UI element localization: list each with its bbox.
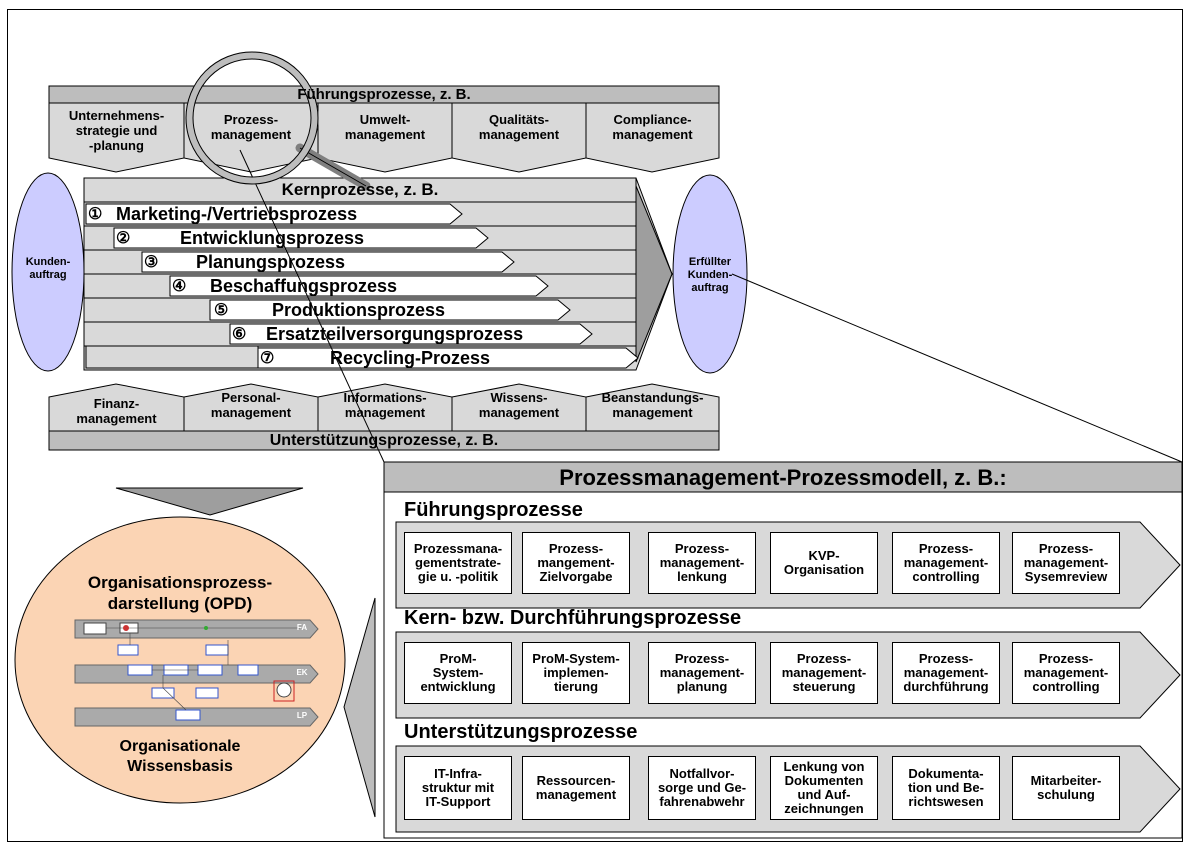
model-item: Notfallvor- sorge und Ge- fahrenabwehr — [648, 756, 756, 820]
unterst-top-title: Unterstützungsprozesse, z. B. — [269, 432, 499, 449]
process-number-6: ⑥ — [232, 326, 247, 343]
process-chevron-2 — [113, 227, 489, 249]
fuehrung-shape-3 — [317, 102, 453, 173]
model-item: ProM-System- implemen- tierung — [522, 642, 630, 704]
process-number-4: ④ — [172, 278, 187, 295]
opd-lane-label: EK — [296, 668, 308, 677]
fuehrung-shape-4 — [451, 102, 587, 173]
process-label-2: Entwicklungsprozess — [180, 228, 365, 248]
kern-top-title: Kernprozesse, z. B. — [281, 180, 439, 199]
unterst-bar — [48, 430, 720, 451]
unterst-shape-5 — [585, 383, 720, 432]
model-item: Prozess- management- lenkung — [648, 532, 756, 594]
kundenauftrag-label: Kunden- auftrag — [25, 256, 71, 281]
process-label-7: Recycling-Prozess — [330, 348, 491, 368]
unterst-item: Informations- management — [343, 390, 427, 420]
model-item: Prozess- management- steuerung — [770, 642, 878, 704]
process-number-7: ⑦ — [260, 350, 275, 367]
model-item: Lenkung von Dokumenten und Auf- zeichnun… — [770, 756, 878, 820]
erfuellter-kundenauftrag-label: Erfüllter Kunden- auftrag — [687, 256, 733, 294]
process-label-5: Produktionsprozess — [272, 300, 446, 320]
down-arrow — [115, 487, 304, 516]
model-item: Mitarbeiter- schulung — [1012, 756, 1120, 820]
left-arrow — [343, 597, 376, 818]
fuehrung-shape-1 — [48, 102, 185, 173]
process-number-2: ② — [116, 230, 131, 247]
process-label-1: Marketing-/Vertriebsprozess — [116, 204, 358, 224]
fuehrung-item: Compliance- management — [612, 112, 693, 142]
process-number-5: ⑤ — [214, 302, 229, 319]
model-item: IT-Infra- struktur mit IT-Support — [404, 756, 512, 820]
opd-lane-label: LP — [296, 711, 308, 720]
unterst-item: Personal- management — [210, 390, 292, 420]
erfuellter-kundenauftrag-ellipse — [672, 174, 748, 374]
fuehrung-shape-2 — [183, 102, 319, 173]
model-item: Prozess- management- controlling — [1012, 642, 1120, 704]
process-number-1: ① — [88, 206, 103, 223]
model-item: Prozess- management- planung — [648, 642, 756, 704]
fuehrung-shape-5 — [585, 102, 720, 173]
model-section-title: Kern- bzw. Durchführungsprozesse — [404, 607, 742, 629]
process-chevron-3 — [141, 251, 515, 273]
opd-ellipse — [14, 516, 346, 804]
model-item: Prozess- management- durchführung — [892, 642, 1000, 704]
opd-mini-diagram — [74, 619, 319, 727]
opd-footer: Organisationale Wissensbasis — [119, 738, 241, 775]
opd-title: Organisationsprozess- darstellung (OPD) — [87, 573, 273, 613]
model-item: ProM- System- entwicklung — [404, 642, 512, 704]
process-chevron-5 — [209, 299, 571, 321]
model-item: Prozess- management- Sysemreview — [1012, 532, 1120, 594]
model-section-title: Führungsprozesse — [404, 499, 583, 521]
process-chevron-6 — [229, 323, 593, 345]
unterst-item: Finanz- management — [76, 396, 157, 426]
unterst-item: Beanstandungs- management — [601, 390, 704, 420]
process-label-6: Ersatzteilversorgungsprozess — [266, 324, 524, 344]
diagram-frame — [7, 9, 1183, 842]
fuehrung-item: Qualitäts- management — [478, 112, 560, 142]
model-item: Prozessmana- gementstrate- gie u. -polit… — [404, 532, 512, 594]
magnifier-lens — [185, 51, 319, 185]
model-item: KVP- Organisation — [770, 532, 878, 594]
unterst-item: Wissens- management — [478, 390, 560, 420]
model-section-title: Unterstützungsprozesse — [404, 721, 638, 743]
model-item: Prozess- mangement- Zielvorgabe — [522, 532, 630, 594]
process-chevron-1 — [85, 203, 463, 225]
kundenauftrag-ellipse — [11, 172, 85, 372]
fuehrung-item: Prozess- management — [210, 112, 292, 142]
fuehrung-top-title: Führungsprozesse, z. B. — [297, 86, 471, 103]
model-item: Dokumenta- tion und Be- richtswesen — [892, 756, 1000, 820]
process-label-4: Beschaffungsprozess — [210, 276, 398, 296]
process-chevron-4 — [169, 275, 549, 297]
fuehrung-item: Unternehmens- strategie und -planung — [68, 108, 165, 153]
opd-lane-label: FA — [296, 623, 308, 632]
fuehrung-item: Umwelt- management — [344, 112, 426, 142]
model-title: Prozessmanagement-Prozessmodell, z. B.: — [559, 465, 1007, 490]
model-item: Prozess- management- controlling — [892, 532, 1000, 594]
model-item: Ressourcen- management — [522, 756, 630, 820]
process-number-3: ③ — [144, 254, 159, 271]
process-label-3: Planungsprozess — [196, 252, 346, 272]
